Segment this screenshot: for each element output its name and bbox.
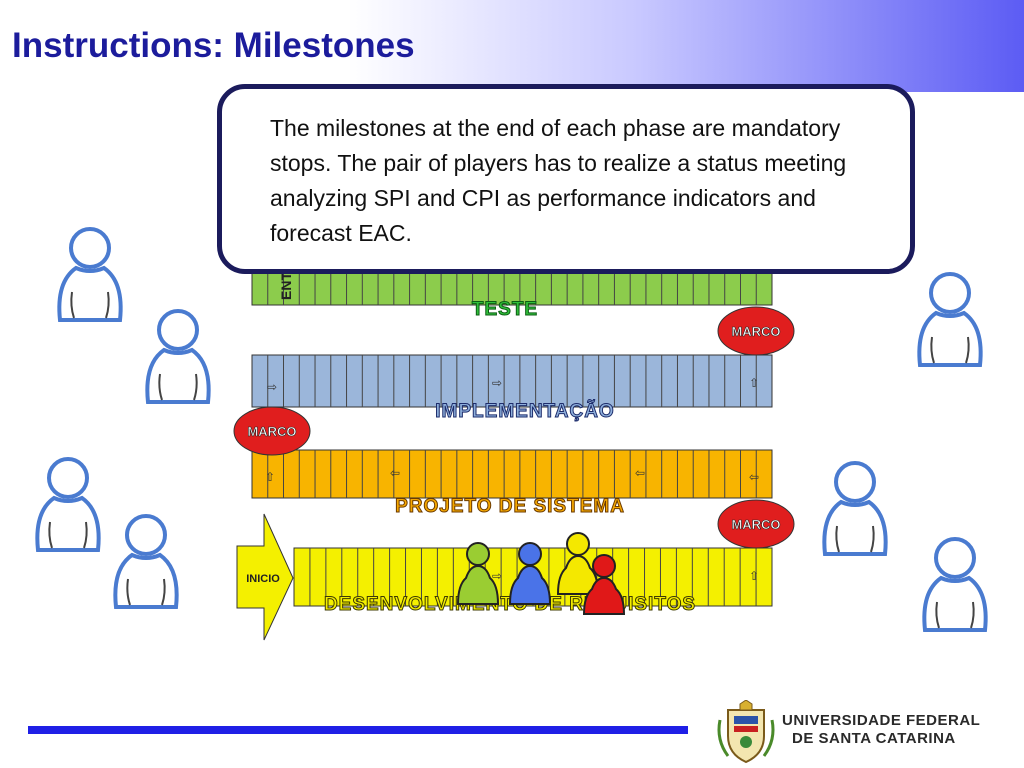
svg-text:MARCO: MARCO <box>731 517 780 532</box>
end-label: ENT <box>278 272 294 300</box>
logo-line-1: UNIVERSIDADE FEDERAL <box>782 712 981 729</box>
slide-header <box>0 0 1024 92</box>
instructions-callout: The milestones at the end of each phase … <box>217 84 915 274</box>
milestone-marker: MARCO <box>717 306 795 356</box>
start-arrow: INICIO <box>236 513 294 641</box>
arrow-up-icon: ⇧ <box>265 470 275 484</box>
footer-rule <box>28 726 688 734</box>
slide-title: Instructions: Milestones <box>12 26 415 65</box>
arrow-left-icon: ⇦ <box>749 470 759 484</box>
person-figure-icon <box>113 514 179 609</box>
player-pawn-red <box>582 554 626 615</box>
university-logo: UNIVERSIDADE FEDERAL DE SANTA CATARINA <box>710 700 1010 764</box>
arrow-right-icon: ⇨ <box>267 380 277 394</box>
arrow-up-icon: ⇧ <box>749 376 759 390</box>
person-figure-icon <box>922 537 988 632</box>
person-figure-icon <box>145 309 211 404</box>
people-figures <box>35 227 988 632</box>
phase-row-implementacao <box>251 354 773 408</box>
milestone-marker: MARCO <box>233 406 311 456</box>
player-pawn-green <box>456 542 500 605</box>
arrow-left-icon: ⇦ <box>390 466 400 480</box>
phase-row-projeto <box>251 449 773 499</box>
arrow-right-icon: ⇨ <box>492 569 502 583</box>
coat-of-arms-icon <box>717 700 775 764</box>
phase-label-implementacao: IMPLEMENTAÇÃO <box>435 400 614 422</box>
player-pawn-blue <box>508 542 552 605</box>
phase-label-projeto: PROJETO DE SISTEMA <box>395 496 625 517</box>
start-label: INICIO <box>246 573 280 585</box>
person-figure-icon <box>57 227 123 322</box>
arrow-up-icon: ⇧ <box>749 569 759 583</box>
svg-text:MARCO: MARCO <box>247 424 296 439</box>
arrow-left-icon: ⇦ <box>635 466 645 480</box>
milestone-marker: MARCO <box>717 499 795 549</box>
logo-line-2: DE SANTA CATARINA <box>792 730 956 747</box>
person-figure-icon <box>917 272 983 367</box>
svg-text:MARCO: MARCO <box>731 324 780 339</box>
phase-label-teste: TESTE <box>472 299 538 320</box>
person-figure-icon <box>822 461 888 556</box>
arrow-right-icon: ⇨ <box>492 376 502 390</box>
person-figure-icon <box>35 457 101 552</box>
player-pawn-yellow <box>556 532 600 595</box>
callout-text: The milestones at the end of each phase … <box>270 115 847 246</box>
